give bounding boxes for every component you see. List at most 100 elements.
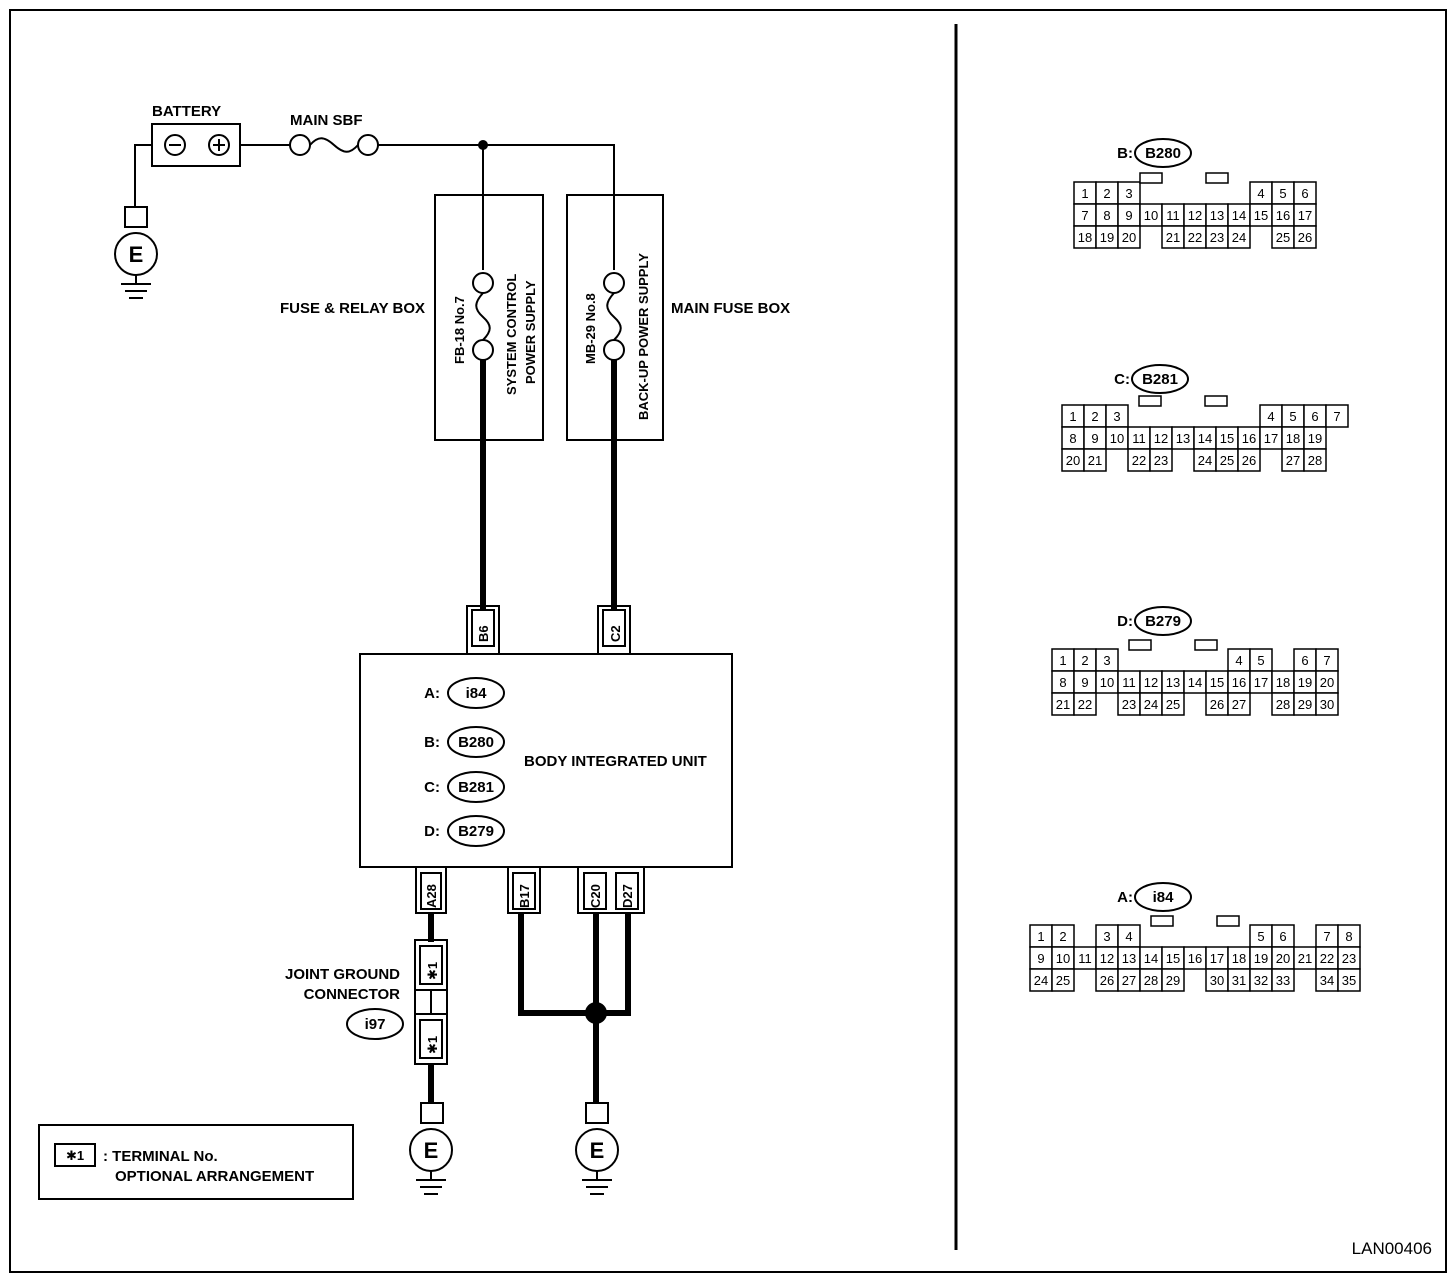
pin-number: 2	[1059, 929, 1066, 944]
legend-mark: ✱1	[66, 1148, 84, 1163]
connector-view-oval	[1131, 364, 1189, 394]
system-control-label-2: POWER SUPPLY	[523, 280, 538, 384]
pin-number: 25	[1056, 973, 1070, 988]
pin-number: 25	[1220, 453, 1234, 468]
pin-cell	[1149, 448, 1173, 472]
system-control-label-1: SYSTEM CONTROL	[504, 274, 519, 395]
svg-text:E: E	[590, 1138, 605, 1163]
pin-number: 22	[1320, 951, 1334, 966]
connector-view-oval	[1134, 882, 1192, 912]
pin-number: 16	[1232, 675, 1246, 690]
unit-connector-code: i84	[466, 685, 488, 702]
pin-number: 24	[1034, 973, 1048, 988]
terminal-c20-d27: C20 D27	[577, 866, 645, 914]
pin-number: 20	[1066, 453, 1080, 468]
pin-number: 4	[1125, 929, 1132, 944]
pin-cell	[1271, 968, 1295, 992]
pin-number: 18	[1232, 951, 1246, 966]
pin-number: 19	[1100, 230, 1114, 245]
pin-number: 17	[1210, 951, 1224, 966]
pin-number: 26	[1242, 453, 1256, 468]
pin-cell	[1325, 404, 1349, 428]
svg-text:C20: C20	[588, 884, 603, 908]
body-integrated-unit	[359, 653, 733, 868]
body-unit-label: BODY INTEGRATED UNIT	[524, 753, 707, 770]
pin-number: 6	[1311, 409, 1318, 424]
pin-number: 2	[1091, 409, 1098, 424]
pin-number: 26	[1210, 697, 1224, 712]
pin-number: 5	[1279, 186, 1286, 201]
pin-number: 7	[1081, 208, 1088, 223]
pin-number: 8	[1059, 675, 1066, 690]
joint-ground-connector: ✱1 ✱1	[414, 939, 448, 1065]
pin-number: 12	[1144, 675, 1158, 690]
pin-number: 11	[1078, 951, 1092, 966]
pin-number: 21	[1056, 697, 1070, 712]
pin-number: 5	[1257, 653, 1264, 668]
pin-number: 4	[1257, 186, 1264, 201]
pin-number: 3	[1113, 409, 1120, 424]
fuse-mb29-label: MB-29 No.8	[583, 293, 598, 364]
pin-number: 17	[1264, 431, 1278, 446]
pin-number: 14	[1188, 675, 1202, 690]
pin-number: 20	[1276, 951, 1290, 966]
legend: ✱1 : TERMINAL No. OPTIONAL ARRANGEMENT	[38, 1124, 354, 1200]
main-sbf-label: MAIN SBF	[290, 112, 363, 129]
lock-tab	[1138, 395, 1162, 407]
pin-number: 4	[1267, 409, 1274, 424]
ground-joint: E	[409, 1128, 453, 1195]
connector-view-code: i84	[1153, 889, 1175, 906]
pin-number: 23	[1342, 951, 1356, 966]
pin-number: 9	[1081, 675, 1088, 690]
lock-tab	[1150, 915, 1174, 927]
document-code: LAN00406	[1352, 1239, 1432, 1258]
pin-number: 1	[1081, 186, 1088, 201]
ground-battery: E	[114, 232, 158, 299]
pin-number: 34	[1320, 973, 1334, 988]
pin-number: 24	[1144, 697, 1158, 712]
pin-number: 27	[1122, 973, 1136, 988]
lock-tab	[1204, 395, 1228, 407]
lock-tab	[1194, 639, 1218, 651]
unit-connector-letter: C:	[424, 779, 440, 796]
pin-number: 30	[1320, 697, 1334, 712]
svg-text:✱1: ✱1	[425, 962, 440, 980]
junction-dot	[585, 1002, 607, 1024]
pin-number: 30	[1210, 973, 1224, 988]
connector-view-code: B279	[1145, 613, 1181, 630]
unit-connector-oval	[447, 771, 505, 803]
connector-view-letter: B:	[1117, 145, 1133, 162]
pin-number: 25	[1166, 697, 1180, 712]
pin-cell	[1073, 692, 1097, 716]
pin-number: 13	[1166, 675, 1180, 690]
pin-number: 18	[1276, 675, 1290, 690]
pin-number: 17	[1254, 675, 1268, 690]
pin-number: 21	[1088, 453, 1102, 468]
connector-view-letter: A:	[1117, 889, 1133, 906]
pin-number: 21	[1166, 230, 1180, 245]
lock-tab	[1128, 639, 1152, 651]
unit-connector-code: B279	[458, 823, 494, 840]
pin-number: 18	[1078, 230, 1092, 245]
unit-connector-oval	[447, 726, 505, 758]
pin-cell	[1303, 448, 1327, 472]
svg-text:E: E	[424, 1138, 439, 1163]
unit-connector-letter: B:	[424, 734, 440, 751]
unit-connector-oval	[447, 815, 505, 847]
pin-number: 1	[1069, 409, 1076, 424]
pin-number: 8	[1103, 208, 1110, 223]
pin-number: 16	[1242, 431, 1256, 446]
pin-cell	[1227, 225, 1251, 249]
pin-number: 15	[1220, 431, 1234, 446]
pin-number: 6	[1301, 186, 1308, 201]
legend-line-1: : TERMINAL No.	[103, 1148, 218, 1165]
pin-number: 16	[1188, 951, 1202, 966]
pin-number: 10	[1110, 431, 1124, 446]
fuse-fb18-label: FB-18 No.7	[452, 296, 467, 364]
pin-number: 7	[1333, 409, 1340, 424]
pin-number: 15	[1254, 208, 1268, 223]
connector-view-code: B281	[1142, 371, 1178, 388]
